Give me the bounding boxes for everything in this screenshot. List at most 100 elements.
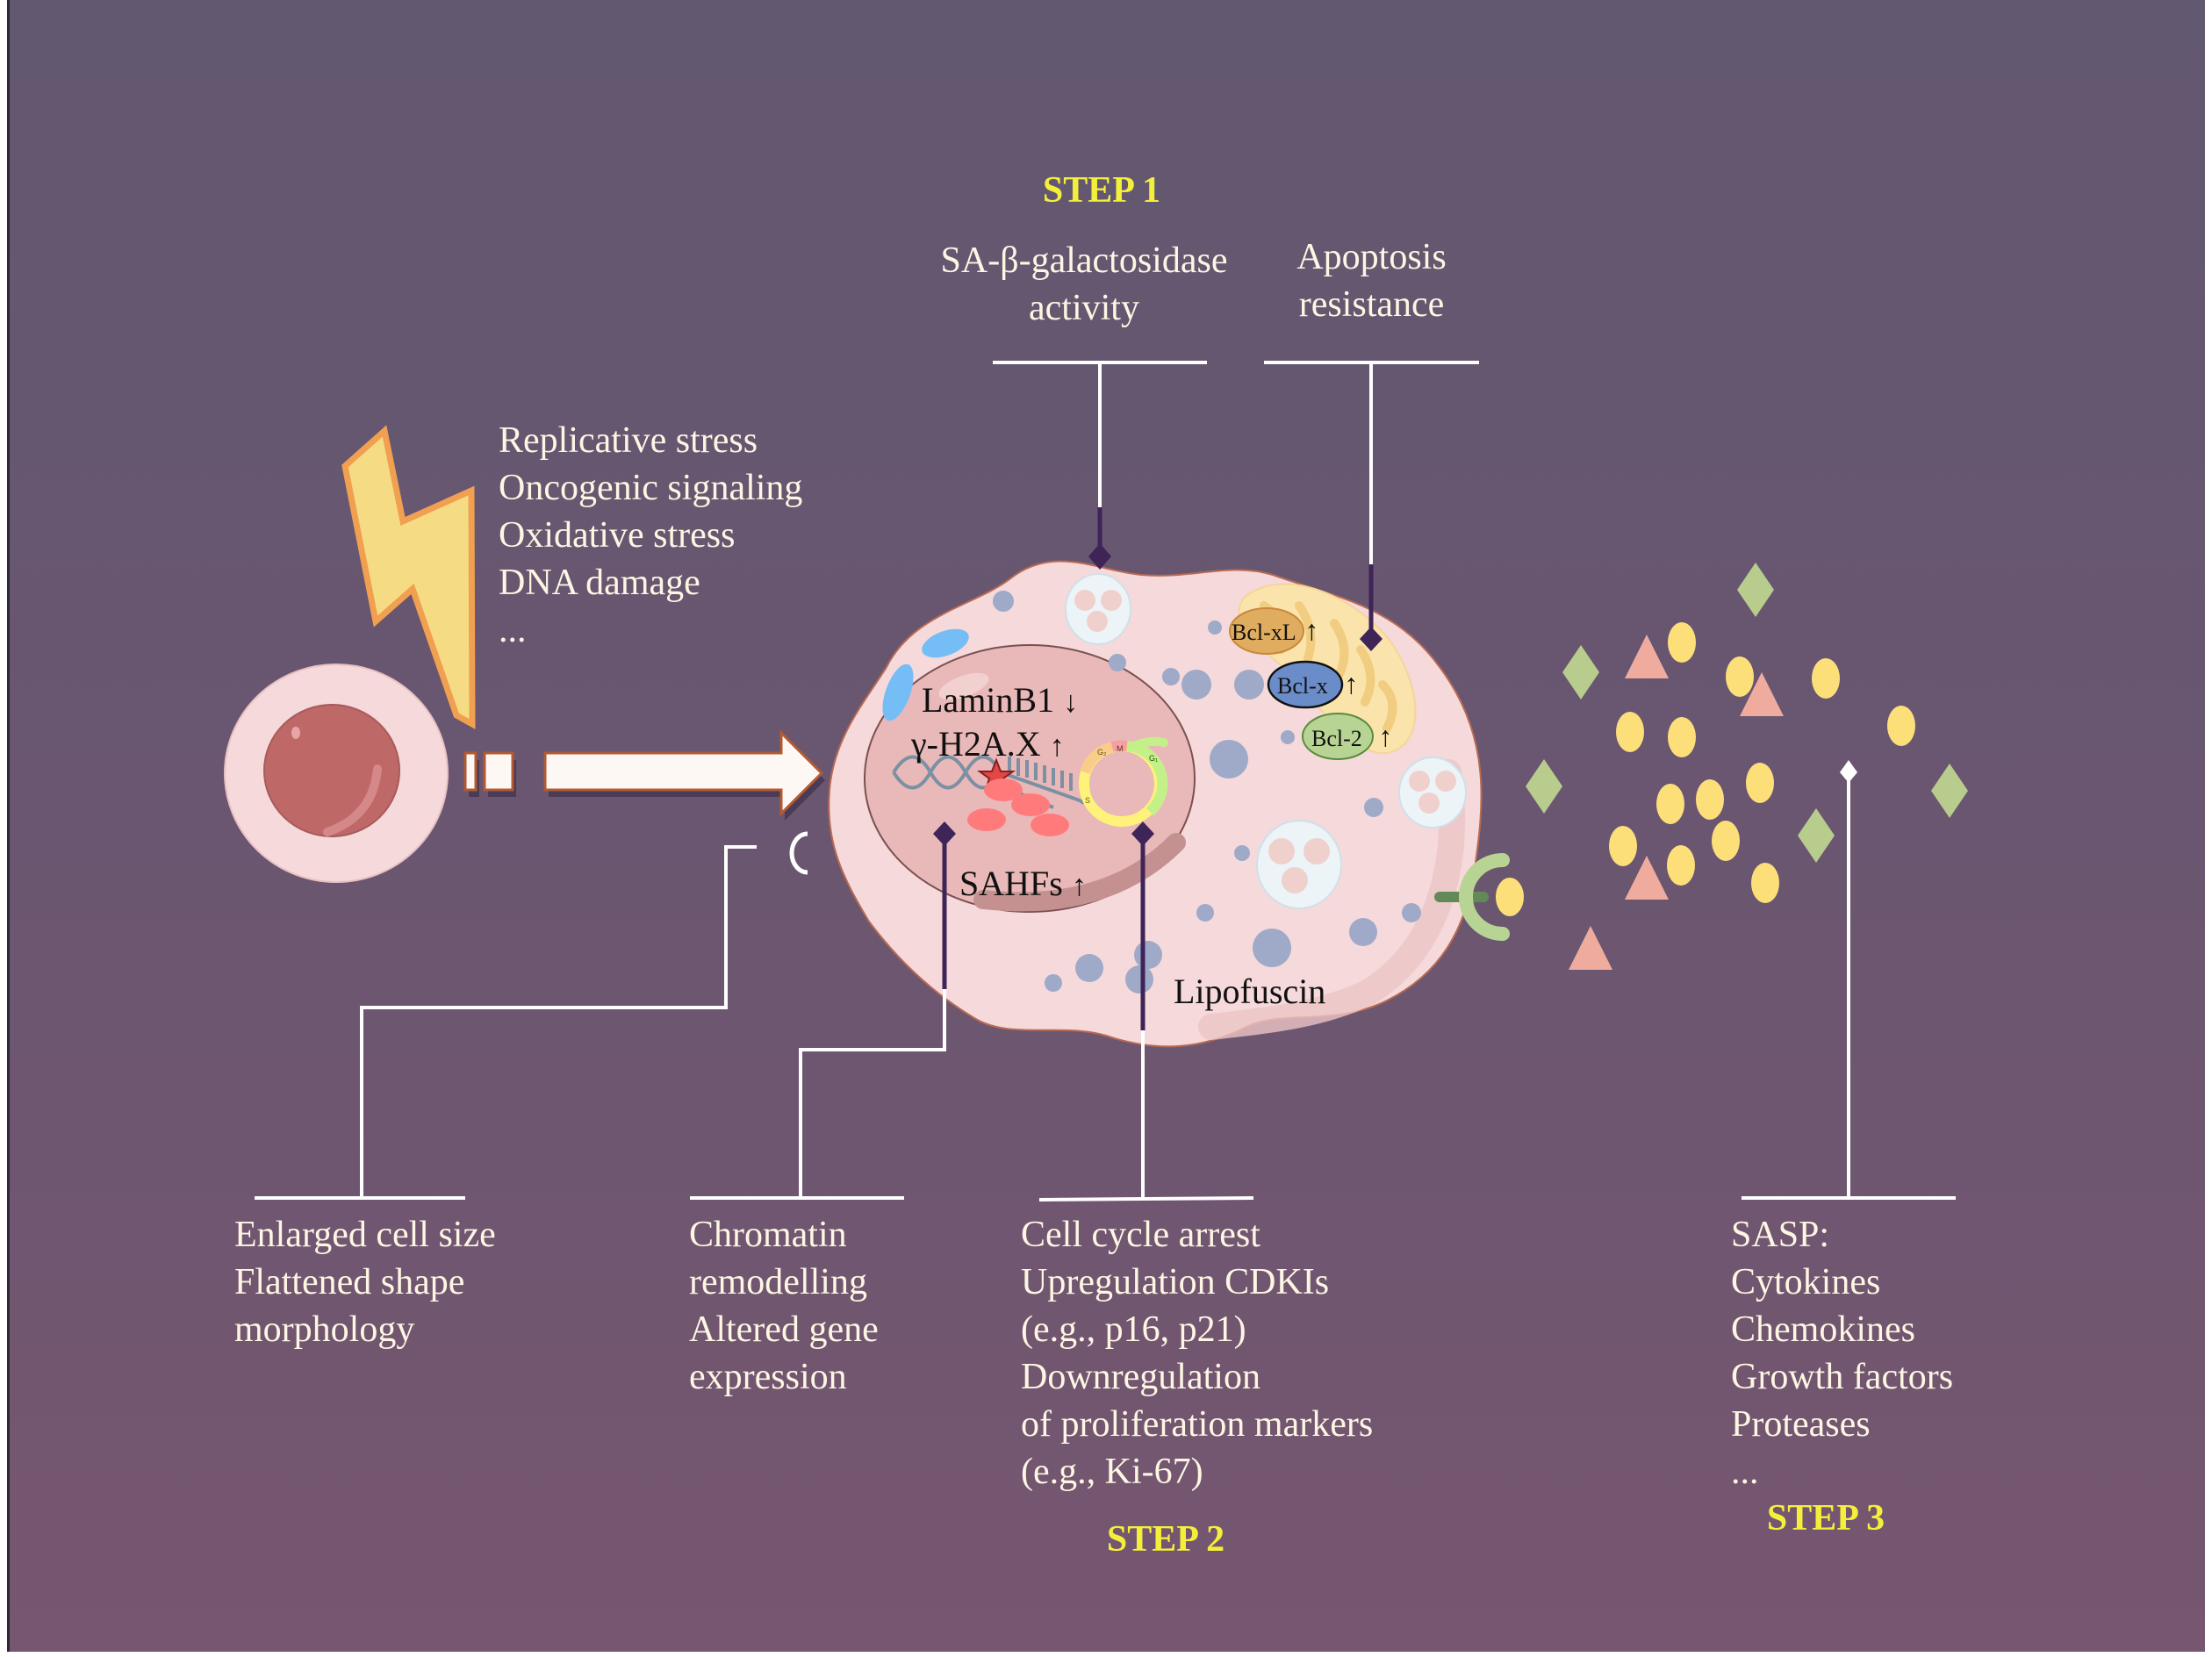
chemokine-diamond-icon [1737,563,1774,617]
step-3-label: STEP 3 [1766,1498,1885,1539]
up-arrow-icon: ↑ [1049,730,1065,763]
cell-cycle-label: Cell cycle arrest Upregulation CDKIs (e.… [1021,1211,1373,1496]
stressor-item: Oncogenic signaling [499,468,803,508]
chromatin-label: Chromatin remodelling Altered gene expre… [689,1211,879,1401]
transition-arrow-icon [463,729,825,821]
sa-beta-gal-line-2: activity [1029,288,1139,328]
cell-cycle-line: Downregulation [1021,1357,1260,1397]
sasp-connector-diamond [1840,760,1857,783]
sasp-line: SASP: [1731,1215,1830,1255]
stressor-item: ... [499,610,527,650]
cytokine-circle-icon [1712,821,1740,861]
sahfs-text: SAHFs [959,864,1063,903]
stressors-list: Replicative stress Oncogenic signaling O… [499,417,802,654]
apoptosis-line-2: resistance [1298,284,1445,325]
receptor-icon [1434,853,1524,941]
bcl-xl-oval [1229,607,1304,655]
h2ax-text: γ-H2A.X [911,724,1041,764]
laminb1-text: LaminB1 [922,680,1055,720]
laminb1-label: LaminB1 ↓ [922,681,1078,722]
step-1-label: STEP 1 [1042,170,1161,211]
chemokine-diamond-icon [1798,808,1835,863]
ligand-bound [1496,878,1524,916]
bcl-xl-label: Bcl-xL ↑ [1232,614,1319,646]
chemokine-diamond-icon [1562,645,1599,699]
cytokine-circle-icon [1746,763,1774,803]
lamin-fragment [882,664,914,721]
cytokine-circle-icon [1887,706,1915,746]
lysosome [1065,573,1131,645]
cytokine-circle-icon [1812,658,1840,699]
cytokine-circle-icon [1667,845,1695,886]
phase-s-label: S [1085,796,1090,805]
morphology-line: Flattened shape [234,1262,465,1302]
sa-beta-gal-label: SA-β-galactosidase activity [913,237,1255,332]
cytokine-circle-icon [1668,717,1696,757]
apoptosis-label: Apoptosis resistance [1264,233,1479,328]
morphology-line: morphology [234,1309,415,1350]
bcl-2-text: Bcl-2 [1311,726,1362,751]
bcl-2-label: Bcl-2 ↑ [1311,721,1393,752]
bcl-x-label: Bcl-x ↑ [1277,670,1358,699]
sasp-label: SASP: Cytokines Chemokines Growth factor… [1731,1211,1953,1496]
morphology-line: Enlarged cell size [234,1215,496,1255]
bcl-xl-text: Bcl-xL [1232,620,1296,645]
phase-g1-label: G₁ [1149,754,1158,763]
lysosome [1398,757,1467,828]
bcl-x-text: Bcl-x [1277,673,1328,699]
chromatin-line: Altered gene [689,1309,879,1350]
senescent-cell: G₂ M G₁ S [828,560,1483,1048]
chromatin-line: expression [689,1357,847,1397]
lipofuscin-granules [993,591,1421,993]
stressor-item: DNA damage [499,563,700,603]
up-arrow-icon: ↑ [1304,614,1319,646]
sasp-line: ... [1731,1452,1759,1492]
inner-connectors [942,507,1374,1030]
growth-factor-triangle-icon [1740,672,1784,716]
lipofuscin-label: Lipofuscin [1174,972,1326,1011]
cytokine-circle-icon [1668,622,1696,663]
chromatin-line: remodelling [689,1262,867,1302]
morphology-label: Enlarged cell size Flattened shape morph… [234,1211,496,1353]
up-arrow-icon: ↑ [1071,870,1087,902]
growth-factor-triangle-icon [1625,856,1669,900]
connector-diamonds [933,543,1382,846]
cytokine-circle-icon [1656,784,1684,824]
growth-factor-triangle-icon [1625,635,1669,678]
cytokine-circle-icon [1726,656,1754,697]
cell-cycle-line: of proliferation markers [1021,1404,1374,1445]
up-arrow-icon: ↑ [1378,721,1393,752]
phase-g2-label: G₂ [1097,748,1107,757]
down-arrow-icon: ↓ [1063,686,1079,719]
sasp-line: Cytokines [1731,1262,1881,1302]
sasp-line: Chemokines [1731,1309,1915,1350]
cytokine-circle-icon [1609,826,1637,866]
stressor-item: Oxidative stress [499,515,736,556]
lightning-bolt-icon [341,425,476,729]
sa-beta-gal-line-1: SA-β-galactosidase [940,240,1228,281]
phase-m-label: M [1117,744,1124,753]
sasp-factors [1526,563,1968,970]
connectors [255,361,1956,1202]
h2ax-label: γ-H2A.X ↑ [911,725,1065,766]
cell-cycle-line: (e.g., Ki-67) [1021,1452,1203,1492]
normal-cell [224,664,449,883]
step-2-label: STEP 2 [1106,1519,1225,1560]
cell-cycle-ring-icon: G₂ M G₁ S [1079,736,1168,827]
sasp-line: Proteases [1731,1404,1871,1445]
cytokine-circle-icon [1696,779,1724,820]
cell-cycle-line: Upregulation CDKIs [1021,1262,1330,1302]
sahfs-label: SAHFs ↑ [959,864,1087,906]
chemokine-diamond-icon [1931,764,1968,818]
sahf-foci [967,778,1069,836]
nucleus [864,644,1196,913]
growth-factor-triangle-icon [1569,926,1612,970]
cytokine-circle-icon [1751,863,1779,903]
cell-cycle-line: Cell cycle arrest [1021,1215,1260,1255]
lamin-fragment [922,628,969,658]
sasp-line: Growth factors [1731,1357,1954,1397]
chemokine-diamond-icon [1526,759,1562,814]
chromatin-line: Chromatin [689,1215,847,1255]
